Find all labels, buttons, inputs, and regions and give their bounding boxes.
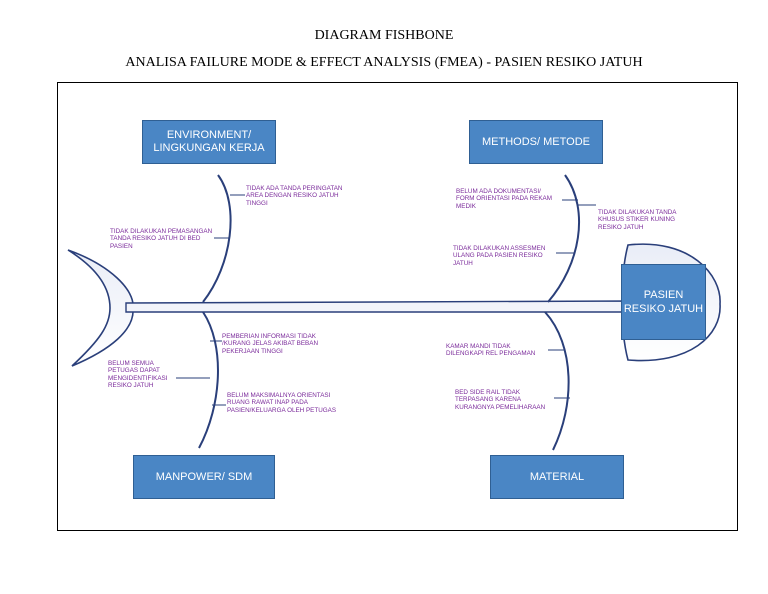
- cause-met-3: TIDAK DILAKUKAN ASSESMEN ULANG PADA PASI…: [453, 245, 546, 267]
- bone-environment: [202, 174, 232, 303]
- cause-met-1: BELUM ADA DOKUMENTASI/ FORM ORIENTASI PA…: [456, 188, 552, 210]
- cause-man-3: BELUM MAKSIMALNYA ORIENTASI RUANG RAWAT …: [227, 392, 337, 414]
- category-manpower: MANPOWER/ SDM: [133, 455, 275, 499]
- bone-manpower: [198, 311, 219, 449]
- category-methods: METHODS/ METODE: [469, 120, 603, 164]
- bone-material: [544, 311, 570, 451]
- cause-man-2: BELUM SEMUA PETUGAS DAPAT MENGIDENTIFIKA…: [108, 360, 168, 390]
- bone-methods: [547, 174, 581, 303]
- category-environment: ENVIRONMENT/ LINGKUNGAN KERJA: [142, 120, 276, 164]
- cause-met-2: TIDAK DILAKUKAN TANDA KHUSUS STIKER KUNI…: [598, 209, 677, 231]
- fish-spine: [125, 300, 633, 313]
- cause-man-1: PEMBERIAN INFORMASI TIDAK /KURANG JELAS …: [222, 333, 319, 355]
- diagram-title: DIAGRAM FISHBONE: [314, 28, 454, 43]
- diagram-subtitle: ANALISA FAILURE MODE & EFFECT ANALYSIS (…: [125, 55, 643, 70]
- fish-tail: [67, 249, 134, 367]
- cause-mat-2: BED SIDE RAIL TIDAK TERPASANG KARENA KUR…: [455, 389, 546, 411]
- cause-mat-1: KAMAR MANDI TIDAK DILENGKAPI REL PENGAMA…: [446, 343, 536, 358]
- effect-box: PASIEN RESIKO JATUH: [621, 264, 706, 340]
- cause-env-2: TIDAK DILAKUKAN PEMASANGAN TANDA RESIKO …: [110, 228, 213, 250]
- category-material: MATERIAL: [490, 455, 624, 499]
- cause-env-1: TIDAK ADA TANDA PERINGATAN AREA DENGAN R…: [246, 185, 343, 207]
- diagram-frame: [57, 82, 738, 531]
